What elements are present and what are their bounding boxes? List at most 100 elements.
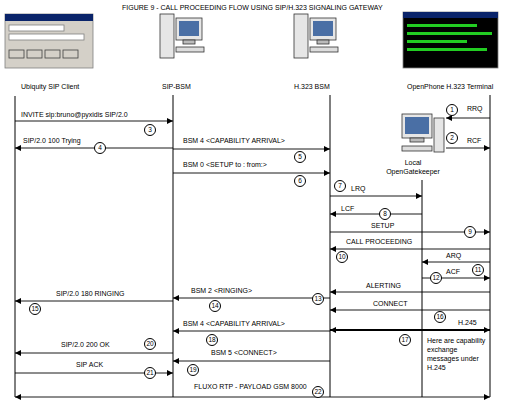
message-arrow [422, 262, 490, 263]
monitor-base [410, 138, 424, 142]
computer-tower [434, 118, 444, 152]
callout-number: 8 [379, 208, 391, 220]
message-label: BSM 4 <CAPABILITY ARRIVAL> [182, 319, 286, 328]
computer-monitor [310, 18, 336, 40]
lifeline [490, 95, 491, 397]
callout-number: 15 [29, 303, 41, 315]
message-label: INVITE sip:bruno@pyxidis SIP/2.0 [20, 110, 129, 119]
message-arrow [330, 329, 490, 331]
callout-number: 13 [312, 293, 324, 305]
message-label: FLUXO RTP - PAYLOAD GSM 8000 [193, 382, 308, 391]
message-arrow [15, 397, 490, 398]
message-label: CALL PROCEEDING [345, 237, 413, 246]
computer-monitor [176, 18, 202, 40]
lifeline [173, 95, 174, 397]
message-label: ACF [445, 267, 461, 276]
message-label: BSM 2 <RINGING> [190, 286, 253, 295]
lifelines [15, 95, 490, 397]
callout-number: 6 [294, 175, 306, 187]
computer-screen [313, 21, 333, 36]
terminal-line [407, 48, 487, 51]
message-arrow [15, 121, 173, 122]
terminal-line [407, 40, 467, 43]
message-label: RRQ [466, 104, 484, 113]
icons [5, 12, 498, 152]
callout-number: 21 [144, 367, 156, 379]
lifeline [15, 96, 16, 397]
keyboard [310, 47, 338, 52]
message-arrow [173, 331, 330, 332]
callout-number: 11 [472, 264, 484, 276]
message-label: H.245 [457, 318, 478, 327]
participant-name: SIP-BSM [161, 82, 192, 91]
message-label: SIP/2.0 100 Trying [22, 136, 82, 145]
computer-monitor [402, 114, 432, 138]
callout-number: 3 [144, 124, 156, 136]
participant-name: Local OpenGatekeeper [383, 158, 443, 176]
window-field [9, 34, 84, 40]
message-label: BSM 4 <CAPABILITY ARRIVAL> [182, 136, 286, 145]
monitor-base [183, 40, 195, 44]
callout-number: 4 [94, 142, 106, 154]
message-arrow [15, 301, 173, 302]
sip-client-window [5, 14, 93, 68]
computer-screen [405, 117, 429, 134]
message-label: BSM 0 <SETUP to : from:> [182, 160, 268, 169]
message-arrow [173, 173, 330, 174]
callout-number: 20 [144, 338, 156, 350]
message-arrow [446, 118, 490, 119]
callout-number: 1 [446, 104, 458, 116]
callout-number: 9 [464, 226, 476, 238]
window-button [63, 50, 78, 58]
figure-title: FIGURE 9 - CALL PROCEEDING FLOW USING SI… [122, 3, 383, 12]
message-label: CONNECT [372, 299, 409, 308]
message-label: BSM 5 <CONNECT> [210, 348, 278, 357]
terminal-window [403, 12, 498, 68]
computer-screen [179, 21, 199, 36]
keyboard [402, 146, 432, 151]
message-label: Here are capability exchange messages un… [426, 336, 488, 372]
message-label: SIP/2.0 180 RINGING [55, 289, 125, 298]
window-title-bar [5, 14, 93, 21]
messages [15, 118, 490, 397]
lifeline [330, 95, 331, 397]
window-title-bar [403, 12, 498, 18]
terminal-line [407, 32, 492, 35]
lifeline [422, 180, 423, 397]
computer-tower [294, 14, 308, 58]
callout-number: 22 [312, 386, 324, 398]
callout-number: 18 [206, 334, 218, 346]
participant-name: H.323 BSM [293, 82, 331, 91]
message-arrow [15, 353, 173, 354]
monitor-base [317, 40, 329, 44]
message-label: LRQ [350, 184, 366, 193]
callout-number: 7 [334, 180, 346, 192]
callout-number: 5 [294, 151, 306, 163]
window-button [45, 50, 60, 58]
keyboard [176, 47, 204, 52]
message-label: ALERTING [365, 281, 402, 290]
message-arrow [330, 249, 490, 250]
participant-name: OpenPhone H.323 Terminal [406, 82, 494, 91]
message-label: SETUP [370, 221, 395, 230]
message-arrow [173, 149, 330, 150]
callout-number: 17 [399, 334, 411, 346]
message-label: RCF [466, 136, 482, 145]
message-arrow [173, 361, 330, 362]
callout-number: 12 [430, 272, 442, 284]
message-arrow [330, 292, 490, 293]
window-button [27, 50, 42, 58]
callout-number: 14 [209, 300, 221, 312]
message-label: ARQ [445, 251, 462, 260]
message-arrow [330, 214, 422, 215]
terminal-line [407, 24, 477, 27]
window-field [9, 25, 64, 31]
message-arrow [173, 298, 330, 299]
message-arrow [330, 310, 490, 311]
callout-number: 10 [336, 251, 348, 263]
participant-name: Ubiquity SIP Client [20, 82, 80, 91]
callout-number: 2 [446, 132, 458, 144]
message-label: SIP/2.0 200 OK [60, 340, 111, 349]
computer-tower [160, 14, 174, 58]
